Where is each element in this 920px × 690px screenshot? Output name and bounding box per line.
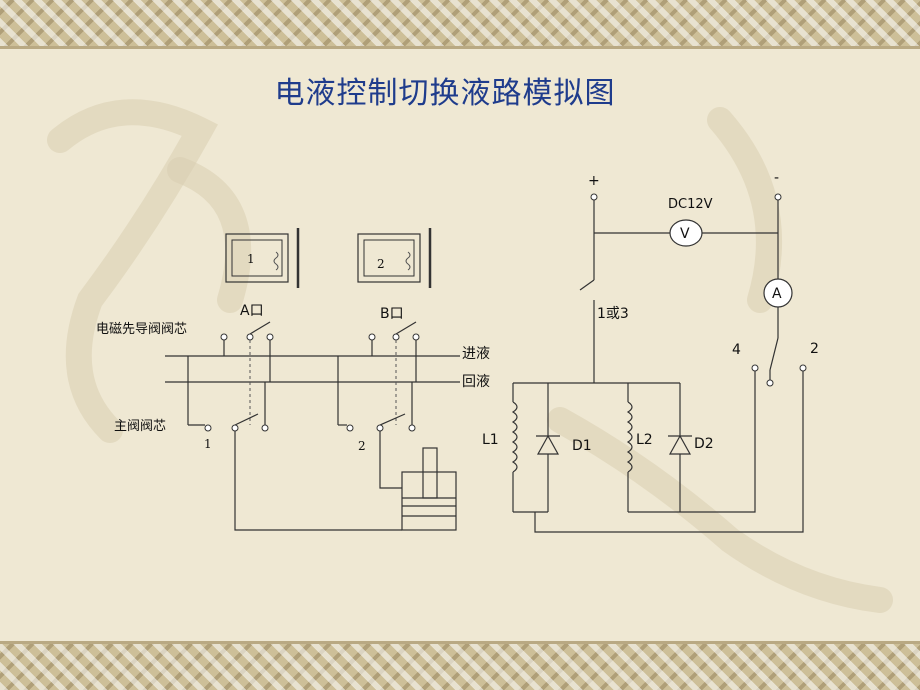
ammeter-label: A (772, 286, 782, 302)
hydraulic-cylinder (401, 447, 457, 531)
inductor-l2-label: L2 (636, 432, 653, 448)
diode-d2 (668, 434, 692, 455)
coil-2-label: 2 (377, 257, 385, 271)
diode-d2-label: D2 (694, 436, 714, 452)
negative-terminal-label: - (774, 170, 779, 186)
main-valve-b: 2 (337, 356, 416, 453)
positive-terminal-label: + (588, 173, 600, 189)
solenoid-coil-1: 1 (225, 228, 300, 288)
bottom-border-line (0, 641, 920, 644)
background-decoration (47, 99, 893, 613)
pilot-valve-a (220, 321, 274, 425)
top-border-line (0, 46, 920, 49)
coil-1-label: 1 (247, 252, 255, 266)
diode-d1-label: D1 (572, 438, 592, 454)
electrical-circuit: + - DC12V V A 1或3 4 2 (482, 170, 819, 533)
voltmeter-label: V (680, 226, 690, 242)
solenoid-coil-2: 2 (357, 228, 432, 288)
main-valve-1-label: 1 (204, 437, 212, 451)
inductor-l1-label: L1 (482, 432, 499, 448)
position-2-label: 2 (810, 341, 819, 357)
diode-d1 (536, 434, 560, 455)
decorative-top-border (0, 0, 920, 46)
port-b-label: B口 (380, 306, 404, 322)
main-valve-2-label: 2 (358, 439, 366, 453)
decorative-bottom-border (0, 644, 920, 690)
position-4-label: 4 (732, 342, 741, 358)
main-valve-core-label: 主阀阀芯 (114, 419, 166, 434)
inlet-label: 进液 (462, 346, 490, 362)
switch-label: 1或3 (597, 306, 629, 322)
main-valve-a: 1 (187, 356, 269, 451)
voltage-label: DC12V (668, 197, 713, 212)
pilot-valve-core-label: 电磁先导阀阀芯 (96, 322, 187, 337)
pilot-valve-b (368, 321, 420, 425)
return-label: 回液 (462, 374, 490, 390)
port-a-label: A口 (240, 303, 264, 319)
slide-title: 电液控制切换液路模拟图 (274, 76, 616, 111)
